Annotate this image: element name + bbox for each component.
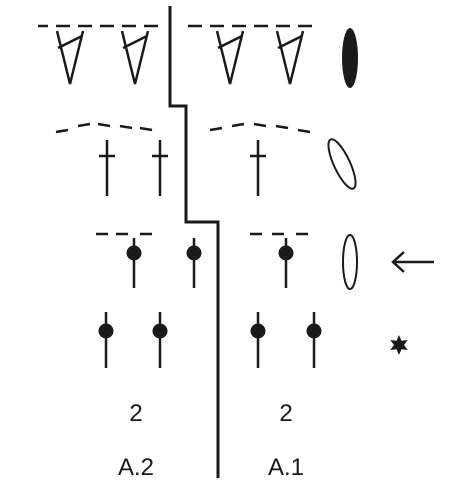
a2-section-label: A.2: [117, 454, 155, 481]
cluster-v: [55, 30, 85, 85]
row-1: [98, 312, 322, 368]
dotted-treble-symbol: [126, 238, 142, 288]
dotted-treble-symbol: [278, 238, 294, 288]
cluster-crossbar: [57, 34, 83, 50]
dotted-treble-symbol: [250, 312, 266, 368]
treble-symbol: [99, 140, 115, 196]
cluster-v: [120, 30, 150, 85]
chain-dash: [275, 124, 289, 130]
dotted-treble-symbol: [306, 312, 322, 368]
cluster-crossbar: [277, 34, 303, 50]
cluster-v: [275, 30, 305, 85]
star-icon: [390, 335, 408, 355]
oval-icon: [342, 234, 358, 290]
cluster-v: [215, 30, 245, 85]
section-divider-line: [168, 6, 220, 478]
treble-dot: [186, 245, 202, 261]
chain-dash: [231, 122, 245, 128]
tr-cluster-symbol: [120, 30, 150, 85]
arrow-head: [391, 251, 405, 273]
section-divider-group: [168, 6, 220, 478]
tr-cluster-symbol: [215, 30, 245, 85]
arrow-left-icon: [391, 251, 434, 273]
treble-dot: [126, 245, 142, 261]
treble-symbol: [250, 140, 266, 196]
treble-symbol: [152, 140, 168, 196]
chain-dash: [119, 124, 133, 130]
treble-dot: [306, 323, 322, 339]
a1-section-label: A.1: [267, 454, 305, 481]
treble-dot: [250, 323, 266, 339]
legend-column: [327, 28, 434, 355]
tr-cluster-symbol: [275, 30, 305, 85]
chain-dash: [297, 128, 311, 134]
chain-dash: [77, 122, 91, 128]
row-4: [38, 24, 312, 85]
row-2: [96, 232, 308, 288]
a1-repeat-count: 2: [279, 400, 293, 427]
treble-dot: [152, 323, 168, 339]
a2-repeat-count: 2: [129, 400, 143, 427]
row-3: [55, 122, 311, 196]
tilted-oval-icon: [327, 138, 357, 190]
filled-oval-icon: [342, 28, 358, 88]
tr-cluster-symbol: [55, 30, 85, 85]
dotted-treble-symbol: [98, 312, 114, 368]
chain-dash: [139, 126, 153, 132]
treble-dot: [98, 323, 114, 339]
chain-dash: [253, 122, 267, 128]
dotted-treble-symbol: [152, 312, 168, 368]
dotted-treble-symbol: [186, 238, 202, 288]
cluster-crossbar: [122, 34, 148, 50]
cluster-crossbar: [217, 34, 243, 50]
stitch-rows: [38, 24, 322, 368]
treble-dot: [278, 245, 294, 261]
chain-dash: [209, 126, 223, 132]
chain-dash: [97, 122, 111, 128]
chain-dash: [55, 128, 69, 134]
